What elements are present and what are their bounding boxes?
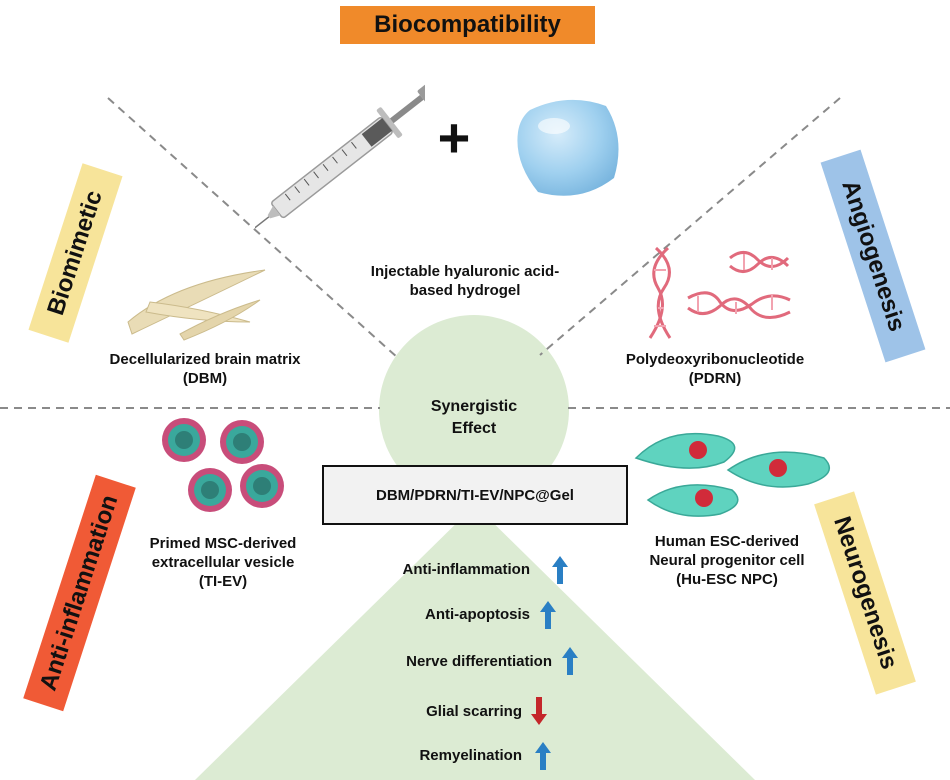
synergistic-line1: Synergistic [430,398,518,415]
effect-row: Anti-inflammation [300,561,531,578]
effect-arrow-icon [562,647,578,675]
pdrn-caption-line1: Polydeoxyribonucleotide [625,351,805,368]
npc-caption-line1: Human ESC-derived [654,533,800,550]
formulation-box: DBM/PDRN/TI-EV/NPC@Gel [322,465,628,525]
npc-cells-illustration [634,432,830,517]
hydrogel-caption-line2: based hydrogel [409,282,521,299]
formulation-label: DBM/PDRN/TI-EV/NPC@Gel [376,486,574,504]
effect-label: Anti-inflammation [402,561,531,578]
effect-label: Glial scarring [426,703,522,720]
hydrogel-blob-illustration [517,99,619,196]
dbm-illustration [127,269,266,341]
divider-left-diagonal [107,97,399,359]
pdrn-dna-illustration [648,246,791,339]
effect-arrow-icon [531,697,547,725]
synergistic-line2: Effect [451,420,497,437]
synergistic-effect-label: Synergistic Effect [394,396,554,440]
tiev-caption-line1: Primed MSC-derived [149,535,297,552]
effect-arrow-icon [552,556,568,584]
pdrn-caption-line2: (PDRN) [688,370,742,387]
effect-row: Anti-apoptosis [300,606,530,623]
effect-label: Nerve differentiation [406,653,552,670]
biocompatibility-badge: Biocompatibility [340,6,595,44]
tiev-caption-line2: extracellular vesicle [151,554,295,571]
effect-row: Remyelination [300,747,522,764]
plus-icon: + [437,106,471,169]
effect-row: Nerve differentiation [300,653,552,670]
tiev-caption-line3: (TI-EV) [198,573,248,590]
effects-pyramid [195,505,755,780]
divider-right-diagonal [539,97,841,356]
dbm-caption-line1: Decellularized brain matrix [109,351,301,368]
dbm-caption: Decellularized brain matrix (DBM) [95,350,315,388]
hydrogel-caption: Injectable hyaluronic acid- based hydrog… [340,262,590,300]
tiev-caption: Primed MSC-derived extracellular vesicle… [128,534,318,591]
npc-caption: Human ESC-derived Neural progenitor cell… [622,532,832,589]
tiev-vesicles-illustration [162,418,284,512]
syringe-illustration [255,84,425,231]
effect-label: Remyelination [419,747,522,764]
dbm-caption-line2: (DBM) [182,370,228,387]
effect-arrow-icon [540,601,556,629]
effect-row: Glial scarring [300,703,522,720]
npc-caption-line3: (Hu-ESC NPC) [676,571,778,588]
effect-arrow-icon [535,742,551,770]
npc-caption-line2: Neural progenitor cell [649,552,805,569]
effect-label: Anti-apoptosis [425,606,530,623]
synergy-circle [379,315,569,505]
hydrogel-caption-line1: Injectable hyaluronic acid- [370,263,560,280]
pdrn-caption: Polydeoxyribonucleotide (PDRN) [615,350,815,388]
